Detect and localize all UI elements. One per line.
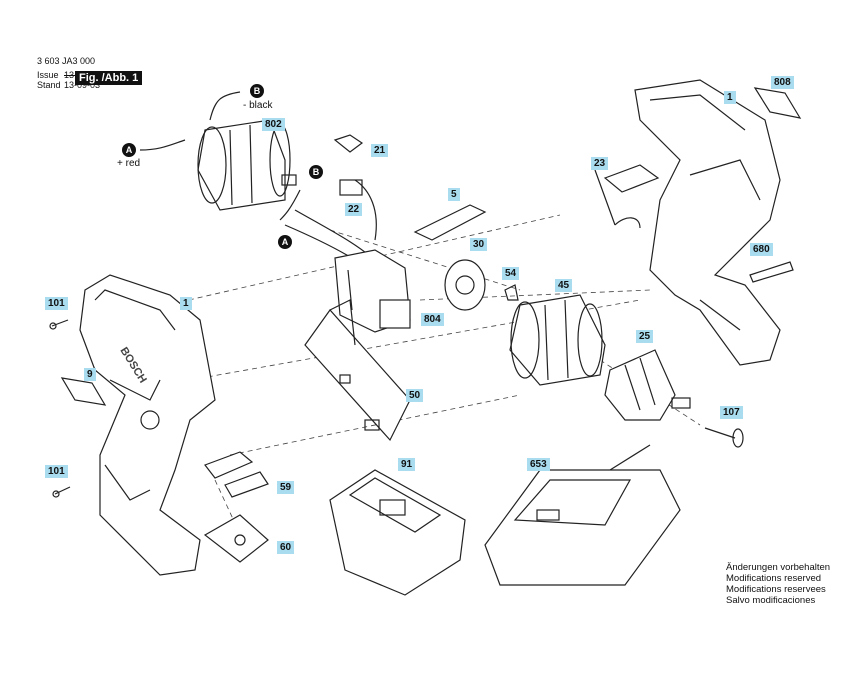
callout-54: 54 bbox=[502, 267, 520, 280]
callout-107: 107 bbox=[720, 406, 743, 419]
callout-802: 802 bbox=[262, 118, 285, 131]
callout-1-right: 1 bbox=[724, 91, 736, 104]
issue-label: Issue bbox=[37, 70, 59, 80]
part-5-slider bbox=[413, 204, 487, 241]
callout-25: 25 bbox=[636, 330, 654, 343]
screw-107 bbox=[704, 427, 744, 448]
wire-b-circle: B bbox=[250, 84, 264, 98]
callout-60: 60 bbox=[277, 541, 295, 554]
part-21-button bbox=[333, 134, 364, 153]
callout-804: 804 bbox=[421, 313, 444, 326]
part-30-bearing-plate bbox=[444, 259, 486, 311]
chuck-25 bbox=[604, 349, 691, 421]
part-808-label bbox=[753, 87, 802, 119]
callout-21: 21 bbox=[371, 144, 389, 157]
circuit-board-50 bbox=[304, 299, 411, 442]
part-number: 3 603 JA3 000 bbox=[37, 56, 96, 66]
note-fr: Modifications reservees bbox=[726, 584, 826, 595]
callout-45: 45 bbox=[555, 279, 573, 292]
part-23-selector bbox=[594, 164, 660, 229]
callout-9: 9 bbox=[84, 368, 96, 381]
charger-653 bbox=[484, 444, 681, 586]
motor-802 bbox=[139, 91, 297, 211]
part-60-contact-plate bbox=[203, 514, 269, 563]
note-de: Änderungen vorbehalten bbox=[726, 562, 831, 573]
gearbox-45 bbox=[509, 294, 606, 386]
callout-50: 50 bbox=[406, 389, 424, 402]
callout-101-bottom: 101 bbox=[45, 465, 68, 478]
wire-b-circle-2: B bbox=[309, 165, 323, 179]
left-housing bbox=[79, 274, 216, 576]
callout-1-left: 1 bbox=[180, 297, 192, 310]
battery-pack-91 bbox=[329, 469, 466, 596]
callout-5: 5 bbox=[448, 188, 460, 201]
screw-101-bottom bbox=[52, 486, 71, 498]
callout-91: 91 bbox=[398, 458, 416, 471]
right-housing bbox=[634, 79, 781, 366]
switch-804 bbox=[334, 249, 411, 333]
callout-22: 22 bbox=[345, 203, 363, 216]
callout-680: 680 bbox=[750, 243, 773, 256]
callout-30: 30 bbox=[470, 238, 488, 251]
screw-101-top bbox=[49, 319, 69, 330]
wire-a-circle: A bbox=[122, 143, 136, 157]
stand-label: Stand bbox=[37, 80, 61, 90]
callout-653: 653 bbox=[527, 458, 550, 471]
callout-808: 808 bbox=[771, 76, 794, 89]
bit-680 bbox=[749, 261, 794, 283]
wire-a-text: + red bbox=[117, 158, 141, 169]
wire-a-circle-2: A bbox=[278, 235, 292, 249]
callout-101-top: 101 bbox=[45, 297, 68, 310]
part-22-switch-plate bbox=[339, 179, 377, 241]
modifications-notes: Änderungen vorbehalten Modifications res… bbox=[726, 562, 830, 606]
note-es: Salvo modificaciones bbox=[726, 595, 816, 606]
callout-23: 23 bbox=[591, 157, 609, 170]
callout-59: 59 bbox=[277, 481, 295, 494]
note-en: Modifications reserved bbox=[726, 573, 822, 584]
part-9-label bbox=[60, 377, 107, 406]
figure-badge: Fig. /Abb. 1 bbox=[75, 71, 143, 85]
stand-date: 13-09-03 bbox=[64, 80, 101, 90]
wire-b-text: - black bbox=[243, 100, 273, 111]
part-59-cover bbox=[204, 451, 269, 498]
part-54-screw bbox=[504, 284, 519, 301]
